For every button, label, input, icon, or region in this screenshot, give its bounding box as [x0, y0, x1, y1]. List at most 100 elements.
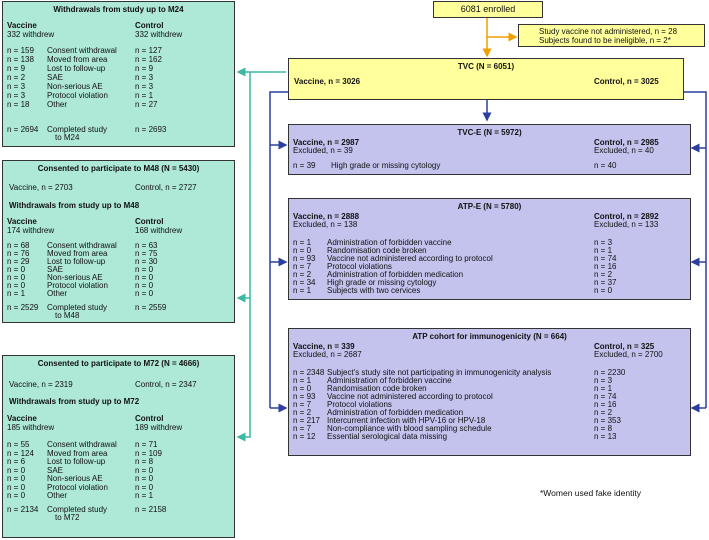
atpi-row-c: n = 353	[594, 416, 621, 425]
m72-completed-v: n = 2134	[7, 505, 39, 514]
atpi-row-v: n = 93	[293, 392, 316, 401]
atpi-row-c: n = 16	[594, 400, 617, 409]
m72-control: Control	[135, 414, 164, 423]
m72-box: Consented to participate to M72 (N = 466…	[2, 355, 235, 538]
atpe-box: ATP-E (N = 5780) Vaccine, n = 2888 Contr…	[288, 198, 691, 300]
m48-row-v: n = 76	[7, 249, 30, 258]
m72-completed-c: n = 2158	[135, 505, 167, 514]
atpi-row-label: Administration of forbidden medication	[327, 408, 464, 417]
atpi-row-label: Intercurrent infection with HPV-16 or HP…	[327, 416, 486, 425]
atpi-excl-v: Excluded, n = 2687	[293, 350, 362, 359]
atpe-row-label: Subjects with two cervices	[327, 286, 421, 295]
atpi-row-v: n = 217	[293, 416, 320, 425]
m48-row-label: SAE	[47, 265, 64, 274]
m48-row-c: n = 0	[135, 265, 154, 274]
atpe-row-v: n = 7	[293, 262, 312, 271]
m48-cc: Control, n = 2727	[135, 183, 197, 192]
enrolled-text: 6081 enrolled	[460, 4, 516, 14]
m48-row-c: n = 0	[135, 273, 154, 282]
atpe-row-v: n = 93	[293, 254, 316, 263]
tvc-title: TVC (N = 6051)	[457, 62, 515, 71]
m48-completed-c: n = 2559	[135, 303, 167, 312]
m72-row-label: Protocol violation	[47, 482, 108, 492]
m48-consent: Consented to participate to M48 (N = 543…	[37, 164, 200, 173]
m24-row-c: n = 1	[135, 91, 154, 100]
atpi-row-v: n = 0	[293, 384, 312, 393]
m72-row-c: n = 1	[135, 491, 154, 500]
m48-row-c: n = 0	[135, 281, 154, 290]
footnote: *Women used fake identity	[540, 488, 641, 498]
atpi-row-v: n = 2	[293, 408, 312, 417]
m72-row-c: n = 71	[135, 440, 158, 449]
atpi-control: Control, n = 325	[594, 342, 655, 351]
atpi-row-label: Administration of forbidden vaccine	[327, 376, 452, 385]
m48-cv: Vaccine, n = 2703	[9, 183, 73, 192]
m72-completed-l1: Completed study	[47, 505, 108, 514]
m72-row-v: n = 124	[7, 448, 34, 458]
atpe-title: ATP-E (N = 5780)	[457, 202, 522, 211]
m48-vaccine: Vaccine	[7, 217, 37, 226]
atpe-excl-v: Excluded, n = 138	[293, 220, 358, 229]
m48-row-c: n = 30	[135, 257, 158, 266]
m72-row-label: Moved from area	[47, 448, 108, 458]
atpe-control: Control, n = 2892	[594, 212, 659, 221]
m24-row-label: Other	[47, 100, 68, 109]
m48-box: Consented to participate to M48 (N = 543…	[2, 160, 235, 323]
m24-row-label: Moved from area	[47, 55, 108, 64]
m48-control: Control	[135, 217, 164, 226]
m48-vw: 174 withdrew	[7, 226, 55, 235]
m24-row-c: n = 9	[135, 64, 154, 73]
m48-cw: 168 withdrew	[135, 226, 183, 235]
atpe-row-c: n = 3	[594, 238, 613, 247]
atpe-row-label: Vaccine not administered according to pr…	[327, 254, 493, 263]
m24-row-v: n = 159	[7, 46, 34, 55]
m72-row-c: n = 109	[135, 448, 162, 458]
m72-cv: Vaccine, n = 2319	[9, 380, 73, 389]
atpe-row-c: n = 1	[594, 246, 613, 255]
atpe-row-label: High grade or missing cytology	[327, 278, 437, 287]
atpi-row-label: Vaccine not administered according to pr…	[327, 392, 493, 401]
m72-cw: 189 withdrew	[135, 423, 183, 432]
m24-row-label: SAE	[47, 73, 64, 82]
excluded-top-box: Study vaccine not administered, n = 28 S…	[518, 24, 705, 47]
m24-row-c: n = 162	[135, 55, 162, 64]
atpi-row-v: n = 1	[293, 376, 312, 385]
atpi-title: ATP cohort for immunogenicity (N = 664)	[412, 332, 567, 341]
m72-row-c: n = 8	[135, 457, 154, 466]
arrow-to-m72	[236, 298, 251, 442]
m72-row-c: n = 0	[135, 482, 154, 492]
atpi-excl-c: Excluded, n = 2700	[594, 350, 663, 359]
m72-row-v: n = 0	[7, 491, 26, 500]
rail-left	[269, 91, 290, 408]
arrow-to-m48	[236, 72, 251, 303]
m24-completed-l2: to M24	[55, 133, 80, 142]
m48-row-label: Consent withdrawal	[47, 241, 117, 250]
m24-control: Control	[135, 21, 164, 30]
m72-row-v: n = 0	[7, 465, 26, 475]
m24-row-label: Non-serious AE	[47, 82, 103, 91]
m48-row-v: n = 0	[7, 265, 26, 274]
atpi-row-c: n = 2230	[594, 368, 626, 377]
m48-row-label: Moved from area	[47, 249, 108, 258]
m24-completed-c: n = 2693	[135, 125, 167, 134]
m48-completed-l1: Completed study	[47, 303, 108, 312]
m72-row-c: n = 0	[135, 465, 154, 475]
atpi-row-v: n = 2348	[293, 368, 325, 377]
atpi-box: ATP cohort for immunogenicity (N = 664) …	[288, 328, 691, 456]
m48-completed-v: n = 2529	[7, 303, 39, 312]
m24-row-c: n = 127	[135, 46, 162, 55]
m24-row-v: n = 2	[7, 73, 26, 82]
m72-row-c: n = 0	[135, 474, 154, 483]
m24-row-v: n = 3	[7, 91, 26, 100]
m24-completed-v: n = 2694	[7, 125, 39, 134]
atpi-row-v: n = 12	[293, 432, 316, 441]
m24-row-v: n = 9	[7, 64, 26, 73]
atpe-row-label: Administration of forbidden medication	[327, 270, 464, 279]
tvce-vaccine: Vaccine, n = 2987	[293, 138, 360, 147]
excluded-line2: Subjects found to be ineligible, n = 2*	[539, 36, 671, 45]
enrolled-box: 6081 enrolled	[433, 1, 543, 18]
m72-vaccine: Vaccine	[7, 414, 37, 423]
m48-row-c: n = 75	[135, 249, 158, 258]
m24-row-v: n = 18	[7, 100, 30, 109]
